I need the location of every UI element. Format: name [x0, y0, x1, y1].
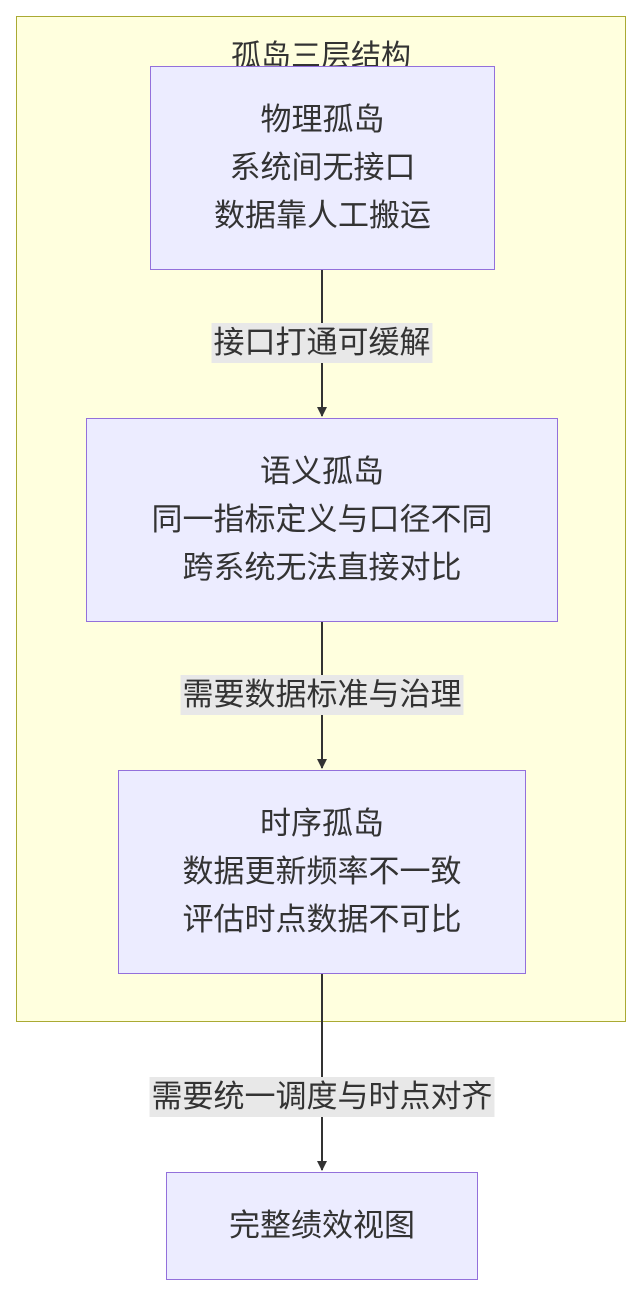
node-physical-island-title: 物理孤岛 [260, 102, 385, 138]
edge-label-semantic-to-temporal: 需要数据标准与治理 [180, 675, 464, 715]
node-semantic-island: 语义孤岛 同一指标定义与口径不同 跨系统无法直接对比 [86, 418, 558, 622]
node-temporal-island-title: 时序孤岛 [260, 806, 384, 842]
node-temporal-island-line-2: 数据更新频率不一致 [182, 854, 462, 890]
node-temporal-island: 时序孤岛 数据更新频率不一致 评估时点数据不可比 [118, 770, 526, 974]
node-physical-island-line-2: 系统间无接口 [229, 150, 416, 186]
node-complete-performance-view: 完整绩效视图 [166, 1172, 478, 1280]
node-physical-island-line-3: 数据靠人工搬运 [214, 198, 431, 234]
edge-label-physical-to-semantic: 接口打通可缓解 [211, 323, 433, 363]
node-temporal-island-line-3: 评估时点数据不可比 [182, 902, 462, 938]
node-semantic-island-title: 语义孤岛 [260, 454, 384, 490]
node-physical-island: 物理孤岛 系统间无接口 数据靠人工搬运 [150, 66, 495, 270]
node-complete-performance-view-title: 完整绩效视图 [229, 1208, 415, 1244]
edge-label-temporal-to-complete: 需要统一调度与时点对齐 [149, 1077, 495, 1117]
node-semantic-island-line-2: 同一指标定义与口径不同 [151, 502, 493, 538]
node-semantic-island-line-3: 跨系统无法直接对比 [182, 550, 462, 586]
